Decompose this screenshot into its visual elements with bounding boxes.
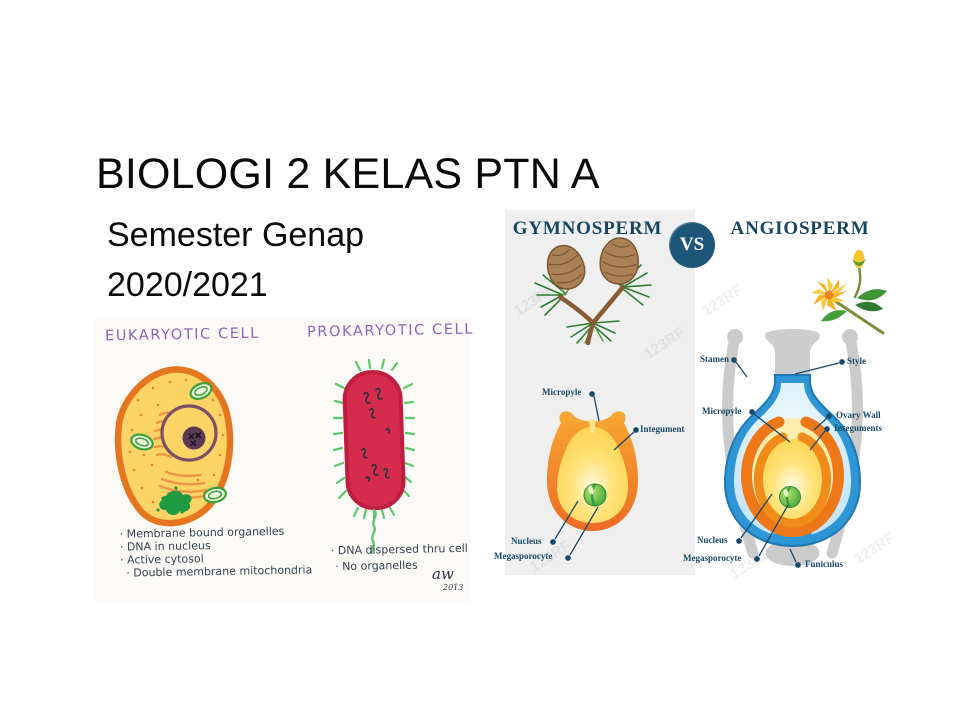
eukaryotic-cell-heading: EUKARYOTIC CELL — [104, 325, 261, 345]
gymnosperm-vs-angiosperm-image: 123RF 123RF 123RF 123RF 123RF 123RF 123R… — [494, 210, 898, 583]
label-ang-funiculus: Funiculus — [805, 559, 844, 569]
note-line: · Double membrane mitochondria — [126, 563, 313, 580]
angiosperm-heading: ANGIOSPERM — [730, 218, 870, 239]
label-ang-ovary-wall: Ovary Wall — [836, 410, 881, 420]
label-gym-nucleus: Nucleus — [511, 536, 542, 546]
prokaryotic-cell-drawing — [332, 358, 416, 555]
gymnosperm-ovule-diagram — [547, 411, 638, 531]
pine-cones-illustration — [534, 237, 652, 345]
gymnosperm-heading: GYMNOSPERM — [512, 218, 663, 239]
label-ang-megasporocyte: Megasporocyte — [683, 553, 742, 563]
label-gym-megasporocyte: Megasporocyte — [494, 551, 553, 561]
label-gym-integument: Integument — [640, 424, 685, 434]
prokaryotic-cell-heading: PROKARYOTIC CELL — [306, 321, 475, 341]
label-ang-style: Style — [847, 356, 866, 366]
page-title: BIOLOGI 2 KELAS PTN A — [96, 150, 600, 198]
label-ang-stamen: Stamen — [700, 354, 729, 364]
subtitle-line-2: 2020/2021 — [107, 266, 268, 304]
artist-signature: aw — [432, 565, 454, 583]
label-ang-integuments: Integuments — [834, 423, 883, 433]
eukaryotic-notes-list: · Membrane bound organelles · DNA in nuc… — [120, 525, 313, 580]
eukaryotic-cell-drawing — [114, 366, 234, 527]
watermark: 123RF — [699, 281, 747, 320]
vs-badge: VS — [669, 222, 715, 268]
angiosperm-flower-illustration — [811, 250, 887, 335]
note-line: · DNA dispersed thru cell — [330, 541, 468, 558]
subtitle-line-1: Semester Genap — [107, 216, 365, 254]
label-ang-micropyle: Micropyle — [702, 406, 742, 416]
label-ang-nucleus: Nucleus — [697, 535, 728, 545]
label-gym-micropyle: Micropyle — [542, 387, 582, 397]
signature-year: 2013 — [443, 583, 464, 592]
cell-comparison-image: EUKARYOTIC CELL PROKARYOTIC CELL — [95, 318, 474, 603]
